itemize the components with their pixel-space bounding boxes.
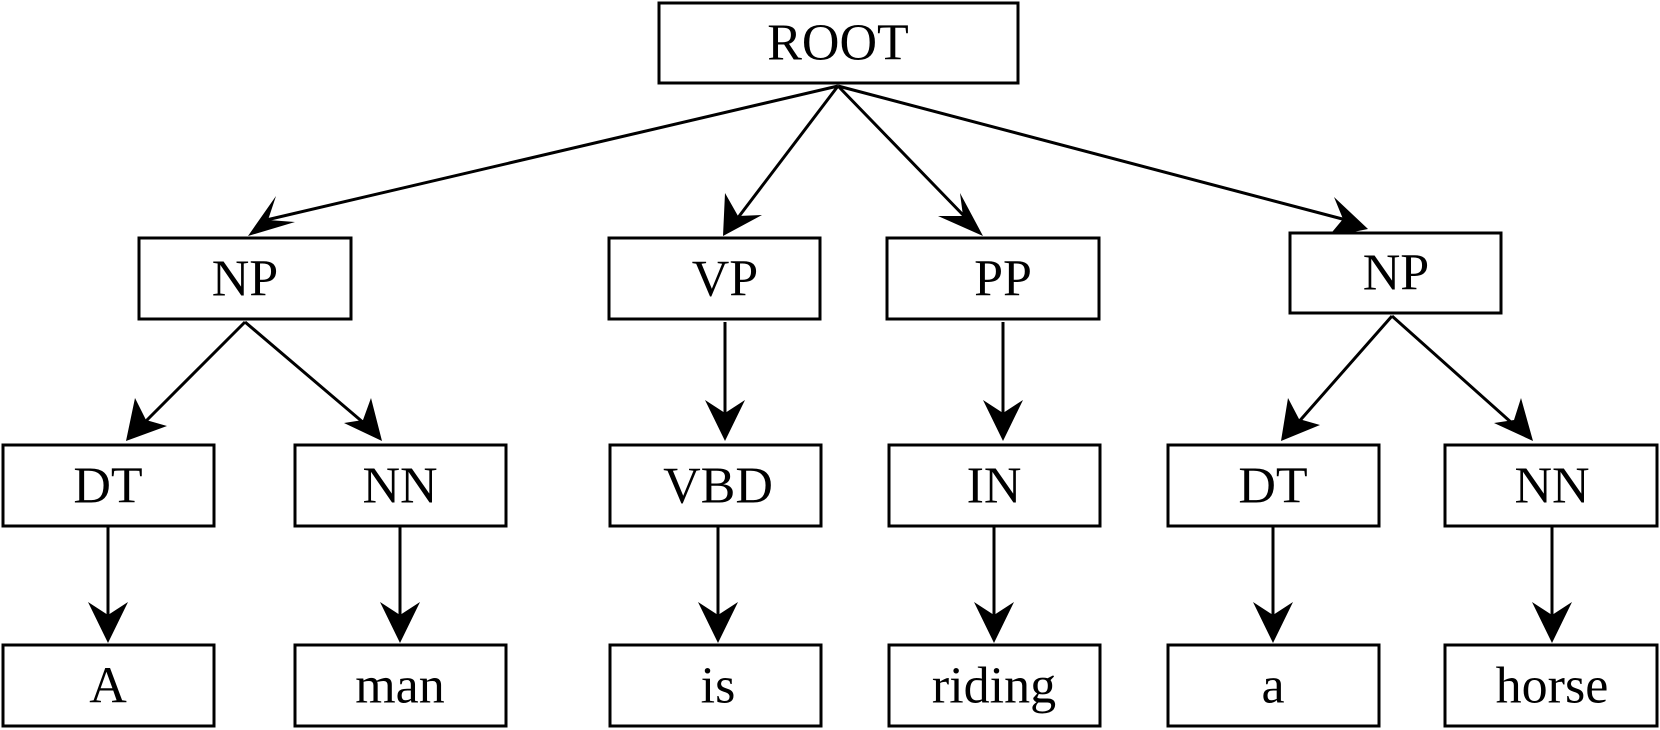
node-vp: VP [607,236,822,321]
node-word-man: man [293,643,508,728]
node-in: IN [887,443,1102,528]
edge-nn1-w2 [380,527,420,643]
node-label-dt-object: DT [1238,458,1307,515]
node-word-a-capital: A [1,643,216,728]
node-label-nn-object: NN [1514,458,1589,515]
edge-np1-nn1 [244,320,382,441]
node-dt-object: DT [1166,443,1381,528]
node-word-a: a [1166,643,1381,728]
node-word-is: is [608,643,823,728]
node-label-np-object: NP [1363,245,1429,302]
node-label-dt-subject: DT [73,458,142,515]
node-word-riding: riding [887,643,1102,728]
node-root: ROOT [657,1,1020,85]
edge-pp-in [983,322,1023,441]
node-label-word-man: man [355,658,445,715]
node-label-word-horse: horse [1496,658,1609,715]
node-label-vbd: VBD [663,458,773,515]
edge-np2-dt2 [1281,315,1394,441]
node-pp: PP [885,236,1101,321]
edge-np1-dt1 [126,320,247,441]
edge-in-w4 [974,527,1014,643]
node-word-horse: horse [1443,643,1659,728]
edge-dt1-w1 [88,527,128,643]
node-label-word-a-capital: A [89,658,127,715]
node-label-word-is: is [701,658,736,715]
edge-root-np1 [248,84,839,236]
edge-vbd-w3 [698,527,738,643]
node-np-object: NP [1288,231,1503,315]
node-label-word-a: a [1261,658,1284,715]
node-vbd: VBD [608,443,823,528]
node-label-nn-subject: NN [362,458,437,515]
node-label-word-riding: riding [932,658,1056,715]
node-label-in: IN [967,458,1022,515]
edge-dt2-w5 [1253,527,1293,643]
node-nn-subject: NN [293,443,508,528]
edge-np2-nn2 [1391,314,1533,441]
node-label-vp: VP [692,251,758,308]
edge-root-pp [836,84,983,236]
edge-root-np2 [837,84,1368,237]
node-nn-object: NN [1443,443,1659,528]
node-np-subject: NP [137,236,353,321]
node-label-np-subject: NP [212,251,278,308]
node-dt-subject: DT [1,443,216,528]
edge-nn2-w6 [1532,527,1572,643]
edge-vp-vbd [705,322,745,441]
edge-root-vp [723,85,840,236]
node-label-pp: PP [974,251,1032,308]
node-label-root: ROOT [767,15,909,72]
